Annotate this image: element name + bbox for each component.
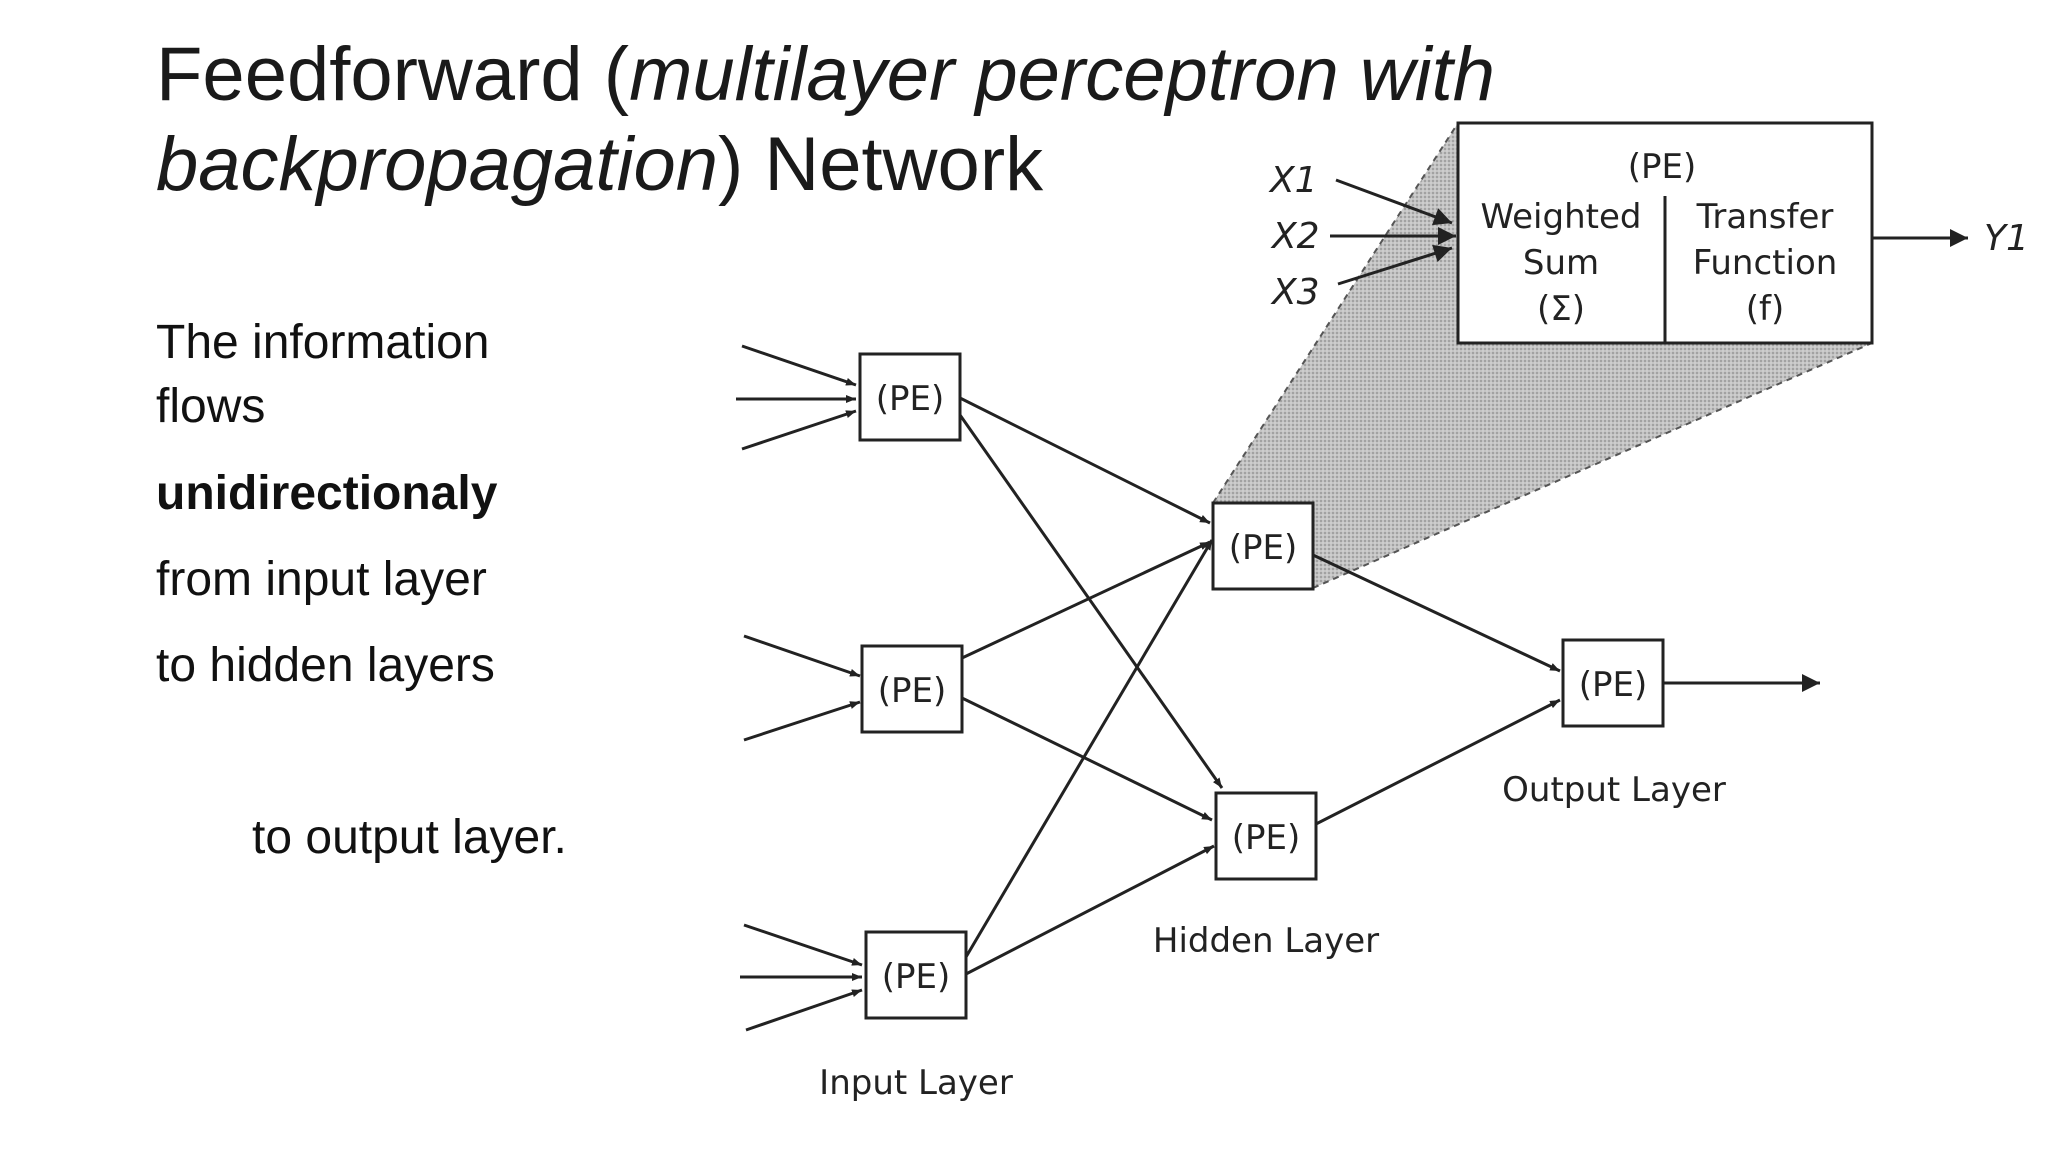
pe-label: (PE): [1579, 665, 1648, 705]
input-x1-label: X1: [1268, 160, 1318, 201]
input-x2-label: X2: [1270, 216, 1320, 257]
output-layer: (PE) Output Layer: [1502, 638, 1726, 810]
pe-node-hidden-1: [1211, 501, 1315, 591]
connection-arrow: [964, 539, 1214, 958]
pe-node-hidden-2: [1214, 791, 1318, 881]
body-line-6: to output layer.: [252, 811, 567, 864]
zoom-edge-left: [1212, 122, 1459, 504]
body-line-4: from input layer: [156, 553, 487, 606]
detail-input-arrow: [1337, 244, 1453, 286]
slide-title: Feedforward (multilayer perceptron with …: [156, 30, 1756, 210]
pe-label: (PE): [878, 671, 947, 711]
connection-arrow: [959, 396, 1211, 525]
hidden-layer: (PE) (PE) Hidden Layer: [1153, 501, 1379, 961]
body-line-5: to hidden layers: [156, 639, 495, 692]
connection-arrow: [1312, 553, 1561, 673]
title-part-3: backpropagation: [156, 122, 718, 207]
pe-node-input-2: [860, 644, 964, 734]
pe-label: (PE): [1229, 528, 1298, 568]
input-arrow: [745, 988, 863, 1032]
input-x3-label: X3: [1270, 272, 1320, 313]
connection-arrow: [965, 844, 1215, 976]
pe-detail-title: (PE): [1628, 147, 1697, 187]
zoom-edge-right: [1312, 342, 1873, 589]
body-line-3: unidirectionaly: [156, 467, 498, 520]
pe-label: (PE): [882, 957, 951, 997]
zoom-shading: [1213, 123, 1872, 588]
title-part-4: ) Network: [717, 122, 1044, 207]
weighted-sum-line-3: (Σ): [1537, 289, 1585, 329]
title-part-1: Feedforward (: [156, 32, 630, 117]
body-line-1: The information: [156, 316, 490, 369]
output-y1-label: Y1: [1984, 218, 2029, 259]
body-line-2: flows: [156, 380, 266, 433]
pe-node-input-3: [864, 930, 968, 1020]
input-arrow: [743, 634, 861, 678]
connection-arrow: [961, 540, 1211, 660]
transfer-function-line-2: Function: [1693, 243, 1838, 283]
title-part-2: multilayer perceptron with: [629, 32, 1495, 117]
pe-detail-box: (PE) Weighted Sum (Σ) Transfer Function …: [1456, 121, 1874, 345]
connection-arrow: [1315, 698, 1561, 826]
hidden-layer-label: Hidden Layer: [1153, 921, 1379, 961]
output-layer-label: Output Layer: [1502, 770, 1726, 810]
weighted-sum-line-2: Sum: [1523, 243, 1599, 283]
weighted-sum-line-1: Weighted: [1481, 197, 1642, 237]
input-arrow: [743, 923, 863, 967]
input-arrow: [741, 344, 857, 387]
input-arrow: [743, 700, 861, 742]
transfer-function-line-1: Transfer: [1696, 197, 1834, 237]
connection-arrow: [958, 414, 1224, 789]
input-arrow: [741, 409, 857, 451]
pe-label: (PE): [876, 379, 945, 419]
input-layer-label: Input Layer: [819, 1063, 1013, 1103]
input-layer: (PE) (PE) (PE) Input Layer: [819, 352, 1013, 1103]
pe-node-output: [1561, 638, 1665, 728]
transfer-function-line-3: (f): [1746, 289, 1785, 329]
pe-node-input-1: [858, 352, 962, 442]
pe-label: (PE): [1232, 818, 1301, 858]
detail-input-arrow: [1335, 178, 1453, 226]
connection-arrow: [961, 696, 1213, 822]
